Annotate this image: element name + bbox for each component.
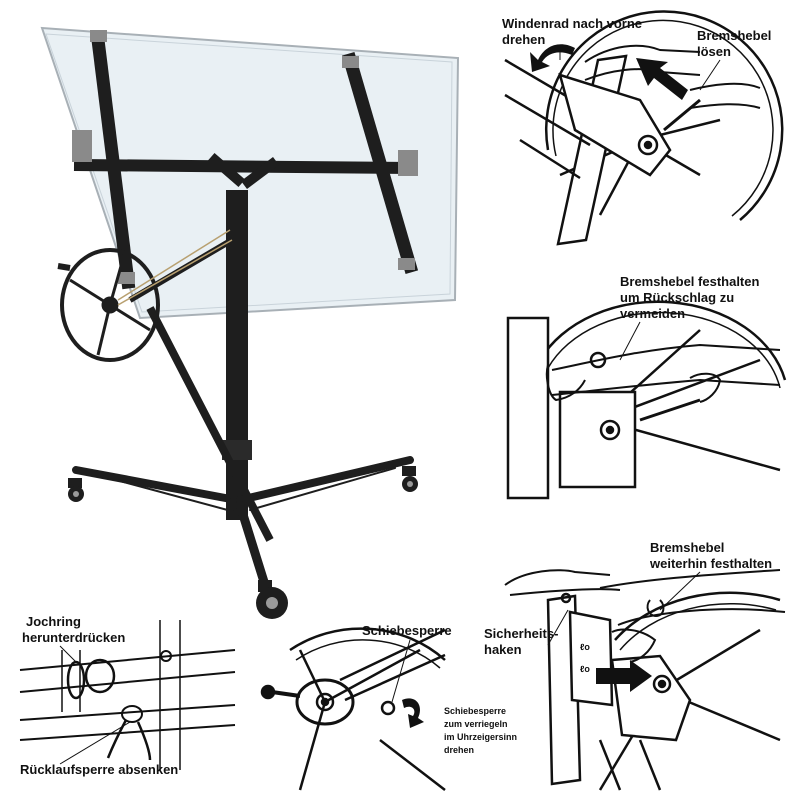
step-slide-lock	[260, 627, 446, 791]
winch-wheel	[57, 248, 160, 362]
clockwise-arrow-icon	[402, 698, 424, 728]
svg-text:Bremshebel festhalten: Bremshebel festhalten	[620, 274, 759, 289]
label-keep-holding: Bremshebel weiterhin festhalten	[649, 540, 772, 571]
step-keep-holding: ℓo ℓo	[504, 569, 786, 791]
svg-text:Schiebesperre: Schiebesperre	[444, 706, 506, 716]
label-yoke-ring: Jochring herunterdrücken	[22, 614, 125, 645]
svg-text:um Rückschlag zu: um Rückschlag zu	[620, 290, 734, 305]
svg-text:haken: haken	[484, 642, 522, 657]
svg-text:ℓo: ℓo	[580, 664, 590, 674]
label-lower-ratchet: Rücklaufsperre absenken	[20, 762, 178, 777]
svg-text:herunterdrücken: herunterdrücken	[22, 630, 125, 645]
svg-text:lösen: lösen	[697, 44, 731, 59]
svg-text:Windenrad nach vorne: Windenrad nach vorne	[502, 16, 642, 31]
svg-text:im Uhrzeigersinn: im Uhrzeigersinn	[444, 732, 517, 742]
svg-text:zum verriegeln: zum verriegeln	[444, 719, 508, 729]
svg-text:vermeiden: vermeiden	[620, 306, 685, 321]
caster-wheels	[68, 466, 418, 619]
straight-arrow-icon	[596, 660, 652, 692]
panel-lift-photo	[40, 26, 460, 619]
step-yoke-ring	[19, 620, 236, 770]
curved-arrow-icon	[530, 44, 575, 72]
label-hold-brake: Bremshebel festhalten um Rückschlag zu v…	[620, 274, 759, 321]
rail-caps	[72, 30, 418, 284]
label-slide-lock-note: Schiebesperre zum verriegeln im Uhrzeige…	[444, 706, 517, 755]
svg-text:drehen: drehen	[502, 32, 545, 47]
drywall-panel	[40, 26, 460, 320]
label-release-brake: Bremshebel lösen	[697, 28, 771, 59]
lift-cables	[117, 229, 233, 306]
step-hold-brake	[506, 300, 787, 500]
svg-text:Bremshebel: Bremshebel	[650, 540, 724, 555]
mast	[226, 190, 248, 520]
label-slide-lock: Schiebesperre	[362, 623, 452, 638]
svg-text:weiterhin festhalten: weiterhin festhalten	[649, 556, 772, 571]
svg-text:Bremshebel: Bremshebel	[697, 28, 771, 43]
svg-text:ℓo: ℓo	[580, 642, 590, 652]
label-safety-hook: Sicherheits- haken	[484, 626, 558, 657]
label-winch-forward: Windenrad nach vorne drehen	[502, 16, 642, 47]
svg-text:drehen: drehen	[444, 745, 474, 755]
cradle-rails	[73, 32, 419, 290]
straight-arrow-icon	[636, 58, 688, 100]
svg-text:Sicherheits-: Sicherheits-	[484, 626, 558, 641]
svg-text:Jochring: Jochring	[26, 614, 81, 629]
step-release-brake	[504, 10, 784, 246]
tripod-legs	[72, 456, 414, 590]
leader-lines	[59, 48, 721, 765]
